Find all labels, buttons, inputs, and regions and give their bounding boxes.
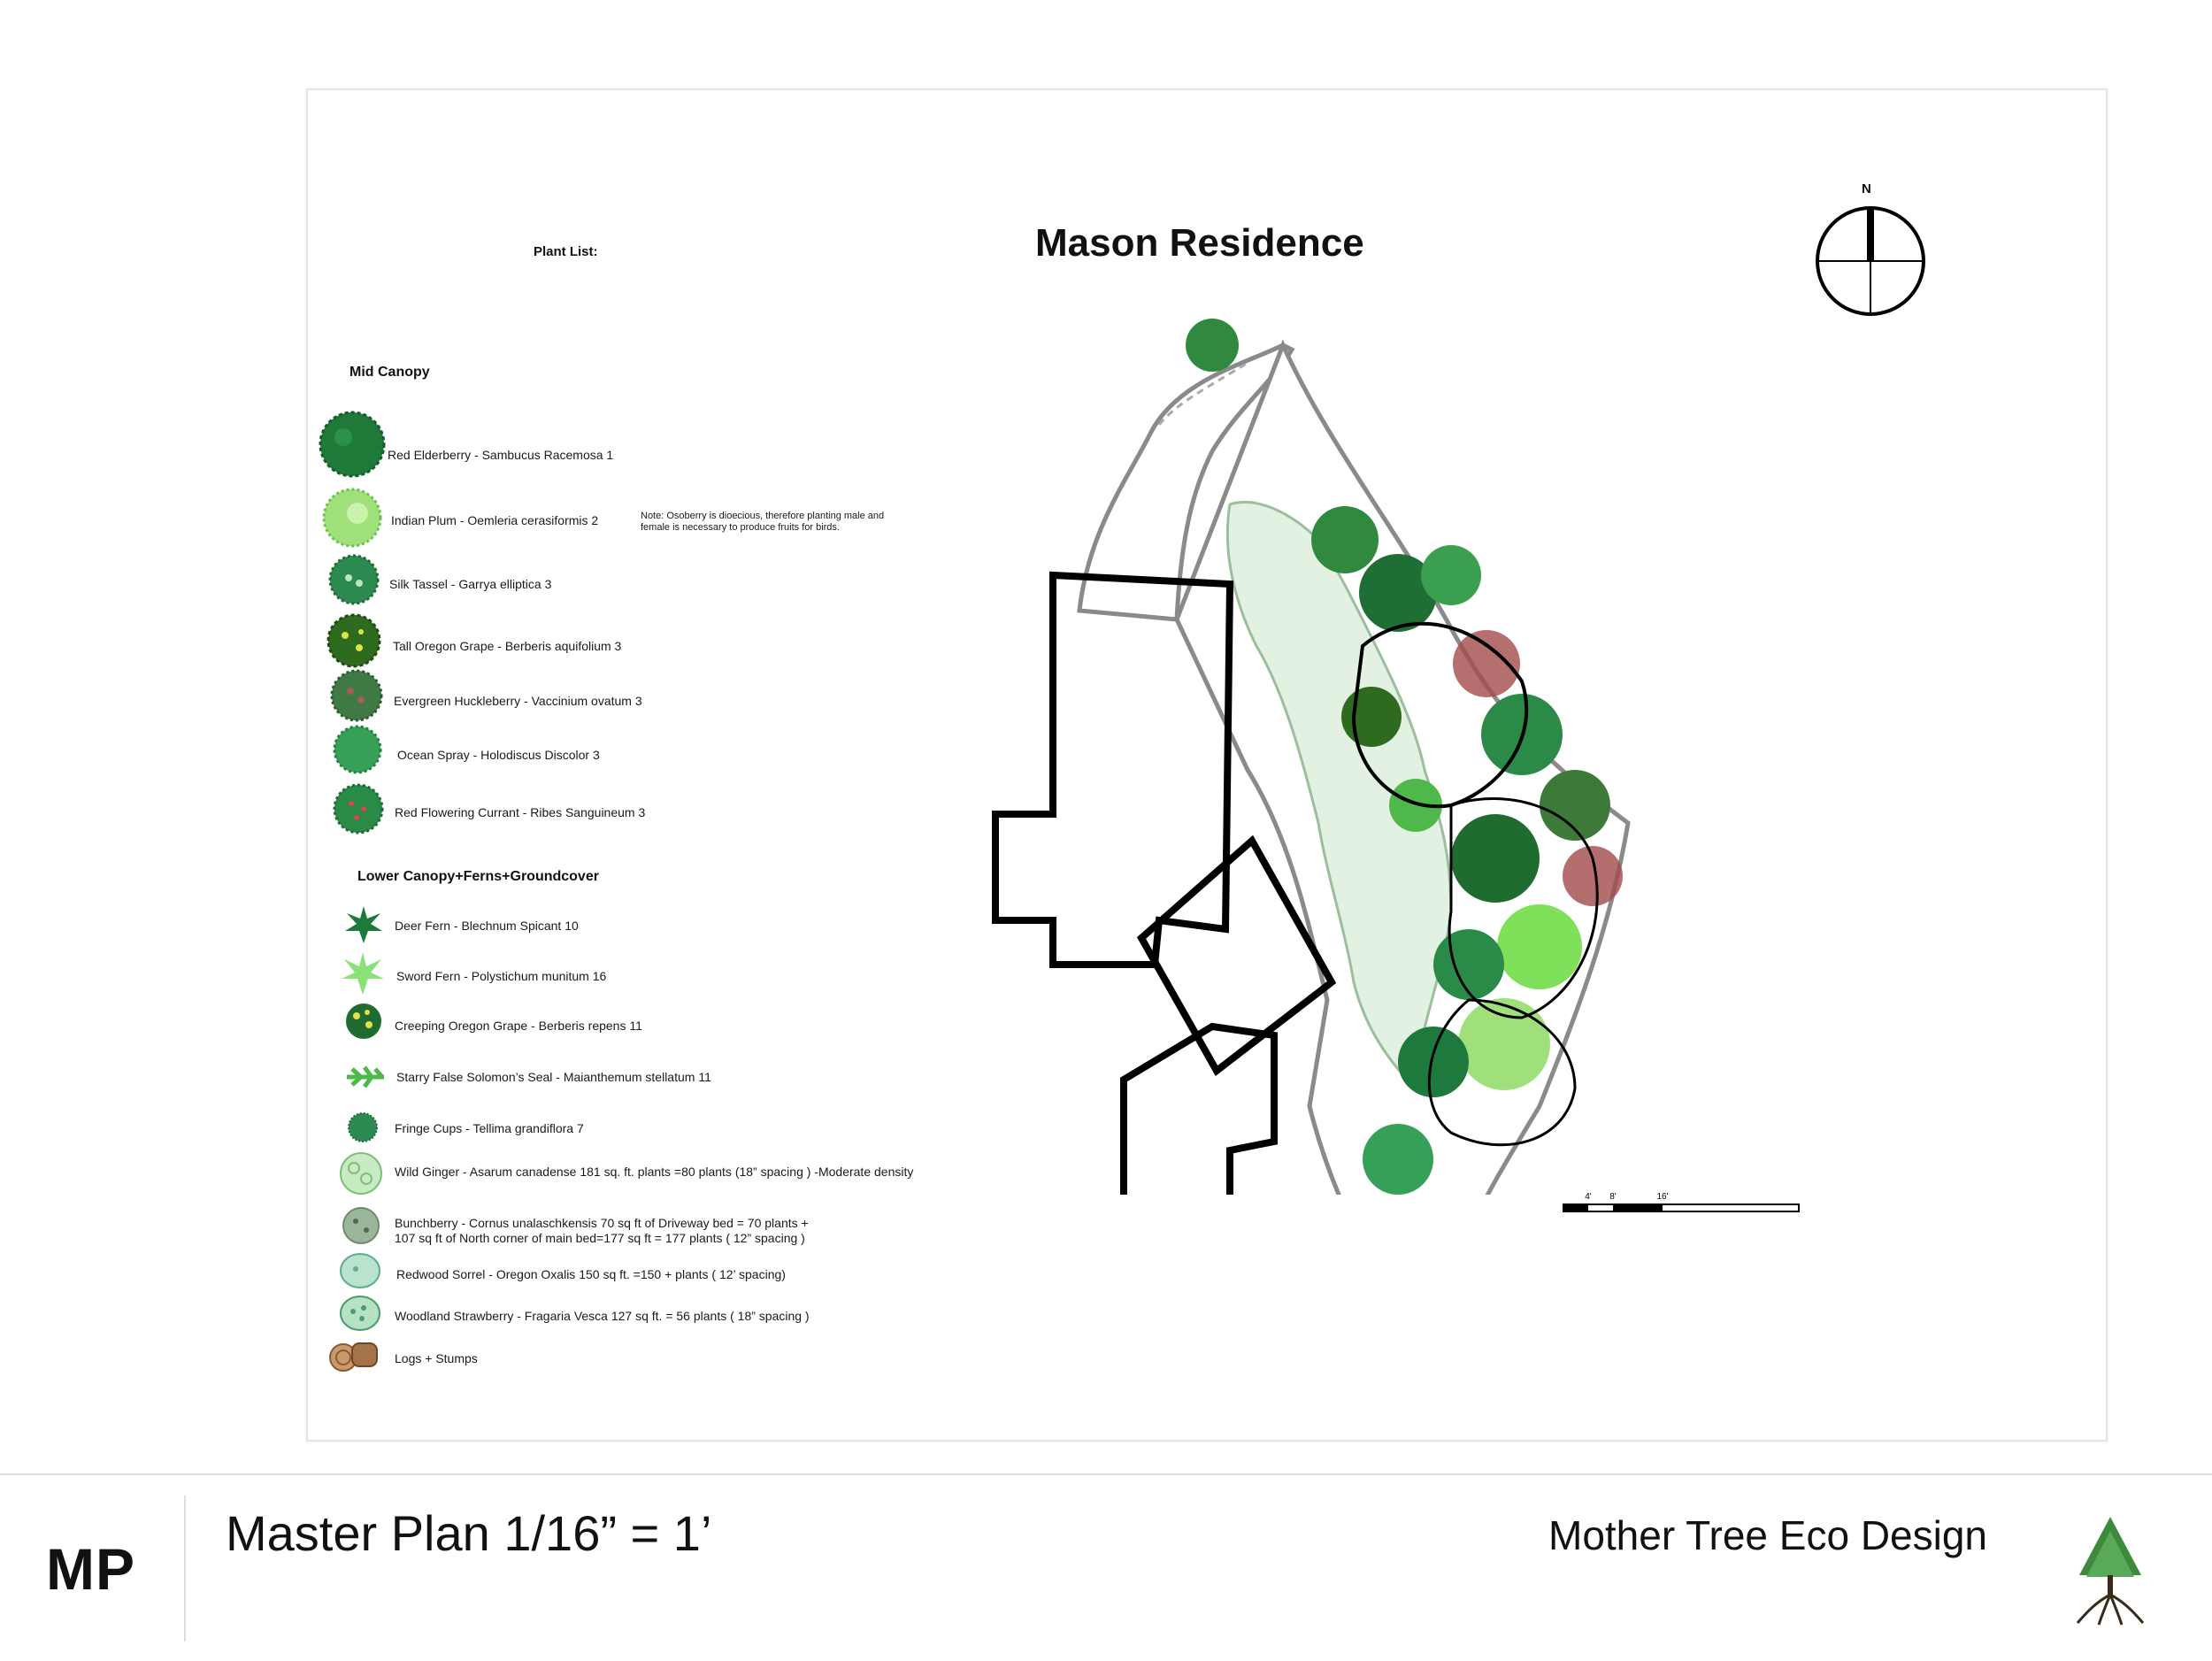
lower-canopy-heading: Lower Canopy+Ferns+Groundcover — [357, 869, 599, 884]
scale-label: 4' — [1585, 1192, 1592, 1202]
creeping-oregon-grape-icon — [346, 1004, 381, 1039]
mid-canopy-heading: Mid Canopy — [349, 365, 430, 380]
scale-bar: 4' 8' 16' — [1563, 1192, 1800, 1212]
sheet-title: Mason Residence — [1035, 221, 1364, 265]
north-arrow: N — [1805, 181, 1929, 323]
legend-label: Logs + Stumps — [395, 1351, 478, 1365]
fringe-cups-icon — [348, 1112, 378, 1142]
sword-fern-icon — [342, 952, 384, 995]
logs-stumps-icon — [329, 1342, 378, 1372]
tree-logo-icon — [2076, 1517, 2145, 1626]
tree-canopy-group — [1186, 319, 1623, 1195]
legend-label: Fringe Cups - Tellima grandiflora 7 — [395, 1121, 584, 1135]
company-name: Mother Tree Eco Design — [1548, 1512, 1988, 1558]
site-plan — [992, 319, 1631, 1195]
scale-label: 16' — [1656, 1192, 1668, 1202]
wild-ginger-icon — [340, 1152, 382, 1195]
plant-list-label: Plant List: — [534, 244, 598, 259]
legend-label: Sword Fern - Polystichum munitum 16 — [396, 969, 607, 983]
legend-label: Wild Ginger - Asarum canadense 181 sq. f… — [395, 1165, 914, 1179]
deer-fern-icon — [345, 906, 382, 943]
legend-label: Ocean Spray - Holodiscus Discolor 3 — [397, 748, 600, 762]
starry-solomons-seal-icon — [347, 1065, 384, 1088]
legend-label: Woodland Strawberry - Fragaria Vesca 127… — [395, 1309, 810, 1323]
legend-label: Red Elderberry - Sambucus Racemosa 1 — [388, 448, 614, 462]
dioecious-note: Note: Osoberry is dioecious, therefore p… — [641, 511, 885, 533]
red-elderberry-icon — [319, 411, 386, 478]
legend-label: Deer Fern - Blechnum Spicant 10 — [395, 919, 579, 933]
evergreen-huckleberry-icon — [330, 669, 383, 722]
legend-label: Redwood Sorrel - Oregon Oxalis 150 sq ft… — [396, 1267, 786, 1281]
legend-label: Indian Plum - Oemleria cerasiformis 2 — [391, 513, 599, 527]
legend-label: Silk Tassel - Garrya elliptica 3 — [389, 577, 552, 591]
indian-plum-icon — [322, 488, 382, 548]
tall-oregon-grape-icon — [326, 613, 381, 668]
red-flowering-currant-icon — [333, 783, 384, 834]
footer-bar — [0, 1473, 2212, 1661]
legend-label: Red Flowering Currant - Ribes Sanguineum… — [395, 805, 646, 819]
legend-label: Creeping Oregon Grape - Berberis repens … — [395, 1019, 642, 1033]
legend-label: Evergreen Huckleberry - Vaccinium ovatum… — [394, 694, 642, 708]
silk-tassel-icon — [328, 554, 380, 605]
plan-sheet — [306, 88, 2108, 1442]
legend-label: Tall Oregon Grape - Berberis aquifolium … — [393, 639, 622, 653]
north-label: N — [1862, 181, 1871, 196]
legend-label: Bunchberry - Cornus unalaschkensis 70 sq… — [395, 1216, 809, 1230]
redwood-sorrel-icon — [340, 1253, 380, 1288]
plan-title: Master Plan 1/16” = 1’ — [226, 1505, 712, 1561]
ocean-spray-icon — [333, 725, 382, 774]
scale-label: 8' — [1609, 1192, 1617, 1202]
sheet-code: MP — [46, 1536, 135, 1602]
bunchberry-icon — [342, 1207, 380, 1244]
legend-label: Starry False Solomon’s Seal - Maianthemu… — [396, 1070, 711, 1084]
woodland-strawberry-icon — [340, 1296, 380, 1331]
footer-divider — [184, 1496, 186, 1642]
legend-label-line-2: 107 sq ft of North corner of main bed=17… — [395, 1231, 805, 1245]
